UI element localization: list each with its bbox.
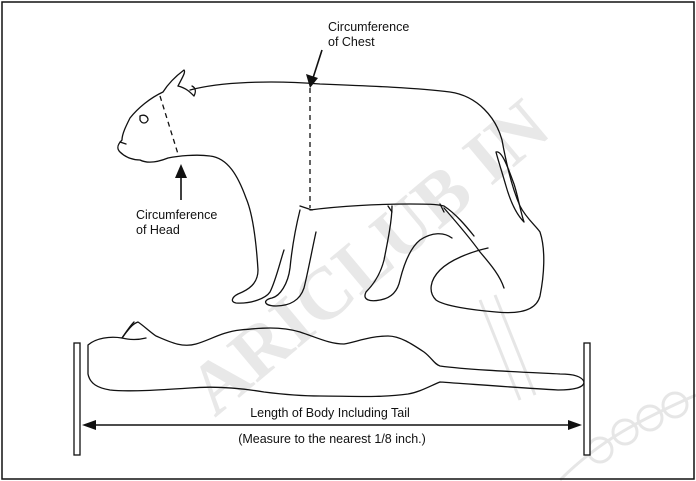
- chest-label-line2: of Chest: [328, 35, 409, 50]
- length-label: Length of Body Including Tail: [230, 406, 430, 421]
- head-arrow: [175, 164, 187, 200]
- measure-note: (Measure to the nearest 1/8 inch.): [222, 432, 442, 447]
- length-arrow-right: [568, 420, 582, 430]
- chest-label: Circumference of Chest: [328, 20, 409, 50]
- watermark: ARICLUB IN: [173, 84, 564, 431]
- head-label: Circumference of Head: [136, 208, 217, 238]
- length-arrow-left: [82, 420, 96, 430]
- head-measure-line: [160, 96, 178, 154]
- cat-ear: [178, 86, 195, 96]
- cat-head-back-outline: [118, 70, 284, 303]
- chest-arrow: [306, 50, 322, 88]
- chest-label-line1: Circumference: [328, 20, 409, 35]
- length-bar-right: [584, 343, 590, 455]
- length-bar-left: [74, 343, 80, 455]
- head-label-line2: of Head: [136, 223, 217, 238]
- head-label-line1: Circumference: [136, 208, 217, 223]
- watermark-text: ARICLUB IN: [173, 84, 564, 431]
